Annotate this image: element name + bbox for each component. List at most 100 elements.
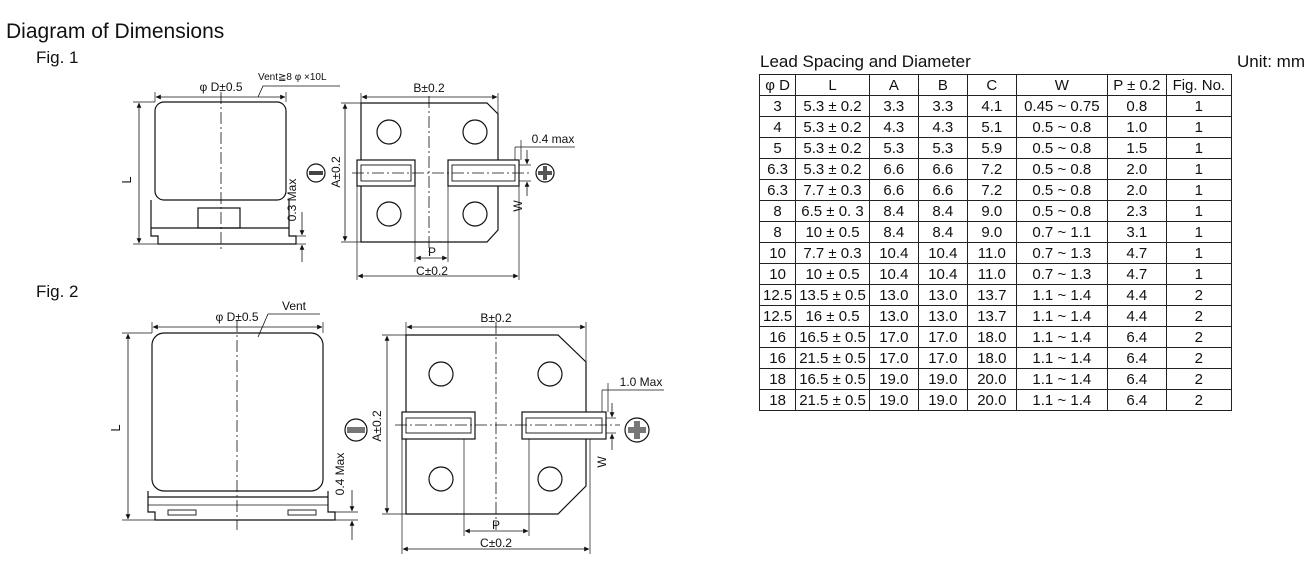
cell-p: 4.7 — [1106, 263, 1167, 285]
cell-b: 19.0 — [917, 368, 968, 390]
cell-phi-d: 6.3 — [758, 179, 797, 201]
cell-a: 17.0 — [868, 347, 919, 369]
cell-c: 7.2 — [966, 158, 1017, 180]
cell-p: 1.0 — [1106, 116, 1167, 138]
cell-w: 0.5 ~ 0.8 — [1015, 158, 1108, 180]
cell-l: 21.5 ± 0.5 — [795, 389, 870, 411]
cell-p: 0.8 — [1106, 95, 1167, 117]
cell-b: 13.0 — [917, 284, 968, 306]
cell-a: 10.4 — [868, 263, 919, 285]
cell-c: 18.0 — [966, 347, 1017, 369]
cell-a: 17.0 — [868, 326, 919, 348]
cell-c: 5.9 — [966, 137, 1017, 159]
cell-l: 7.7 ± 0.3 — [795, 179, 870, 201]
fig1-a-label: A±0.2 — [329, 156, 343, 188]
fig2-a-label: A±0.2 — [370, 410, 384, 442]
cell-w: 1.1 ~ 1.4 — [1015, 368, 1108, 390]
cell-b: 8.4 — [917, 200, 968, 222]
cell-fig-no: 2 — [1165, 305, 1232, 327]
header-c: C — [966, 74, 1017, 96]
cell-a: 19.0 — [868, 389, 919, 411]
cell-w: 0.5 ~ 0.8 — [1015, 200, 1108, 222]
cell-phi-d: 8 — [758, 221, 797, 243]
cell-l: 10 ± 0.5 — [795, 263, 870, 285]
fig2-b-label: B±0.2 — [480, 311, 512, 325]
fig1-p-label: P — [428, 245, 436, 259]
cell-w: 1.1 ~ 1.4 — [1015, 326, 1108, 348]
cell-c: 11.0 — [966, 242, 1017, 264]
cell-fig-no: 2 — [1165, 347, 1232, 369]
cell-p: 2.0 — [1106, 179, 1167, 201]
cell-c: 9.0 — [966, 200, 1017, 222]
cell-b: 8.4 — [917, 221, 968, 243]
cell-w: 1.1 ~ 1.4 — [1015, 284, 1108, 306]
cell-phi-d: 3 — [758, 95, 797, 117]
cell-fig-no: 1 — [1165, 263, 1232, 285]
cell-c: 7.2 — [966, 179, 1017, 201]
cell-fig-no: 1 — [1165, 95, 1232, 117]
fig2-phi-d-label: φ D±0.5 — [215, 310, 258, 324]
fig1-b-label: B±0.2 — [413, 81, 445, 95]
cell-a: 4.3 — [868, 116, 919, 138]
cell-c: 20.0 — [966, 368, 1017, 390]
cell-w: 0.5 ~ 0.8 — [1015, 137, 1108, 159]
cell-b: 10.4 — [917, 242, 968, 264]
cell-phi-d: 8 — [758, 200, 797, 222]
cell-a: 8.4 — [868, 200, 919, 222]
cell-l: 5.3 ± 0.2 — [795, 137, 870, 159]
cell-c: 4.1 — [966, 95, 1017, 117]
fig2-minus-icon — [344, 418, 368, 442]
cell-l: 16.5 ± 0.5 — [795, 326, 870, 348]
cell-fig-no: 1 — [1165, 179, 1232, 201]
cell-w: 0.7 ~ 1.3 — [1015, 242, 1108, 264]
fig1-top-view — [341, 93, 575, 280]
cell-c: 11.0 — [966, 263, 1017, 285]
cell-p: 4.4 — [1106, 305, 1167, 327]
header-fig-no: Fig. No. — [1165, 74, 1232, 96]
header-b: B — [917, 74, 968, 96]
cell-p: 1.5 — [1106, 137, 1167, 159]
fig2-l-label: L — [108, 424, 123, 431]
cell-phi-d: 10 — [758, 263, 797, 285]
fig2-p-label: P — [492, 518, 500, 532]
cell-fig-no: 1 — [1165, 242, 1232, 264]
fig1-minus-icon — [306, 163, 326, 183]
cell-b: 19.0 — [917, 389, 968, 411]
cell-b: 6.6 — [917, 179, 968, 201]
fig2-label: Fig. 2 — [36, 282, 79, 301]
cell-b: 5.3 — [917, 137, 968, 159]
cell-w: 1.1 ~ 1.4 — [1015, 389, 1108, 411]
cell-phi-d: 18 — [758, 368, 797, 390]
cell-b: 3.3 — [917, 95, 968, 117]
cell-w: 0.5 ~ 0.8 — [1015, 116, 1108, 138]
cell-phi-d: 4 — [758, 116, 797, 138]
cell-b: 17.0 — [917, 326, 968, 348]
cell-fig-no: 2 — [1165, 284, 1232, 306]
cell-c: 13.7 — [966, 284, 1017, 306]
header-l: L — [795, 74, 870, 96]
fig2-c-label: C±0.2 — [480, 536, 512, 550]
cell-l: 16 ± 0.5 — [795, 305, 870, 327]
fig1-l-label: L — [119, 176, 134, 183]
cell-fig-no: 2 — [1165, 389, 1232, 411]
page-title: Diagram of Dimensions — [6, 20, 225, 43]
cell-fig-no: 1 — [1165, 200, 1232, 222]
cell-c: 18.0 — [966, 326, 1017, 348]
fig1-label: Fig. 1 — [36, 48, 79, 67]
cell-l: 6.5 ± 0. 3 — [795, 200, 870, 222]
cell-a: 13.0 — [868, 305, 919, 327]
cell-l: 16.5 ± 0.5 — [795, 368, 870, 390]
fig2-top-view — [382, 322, 664, 554]
cell-a: 19.0 — [868, 368, 919, 390]
cell-w: 0.7 ~ 1.1 — [1015, 221, 1108, 243]
fig1-phi-d-label: φ D±0.5 — [199, 80, 242, 94]
